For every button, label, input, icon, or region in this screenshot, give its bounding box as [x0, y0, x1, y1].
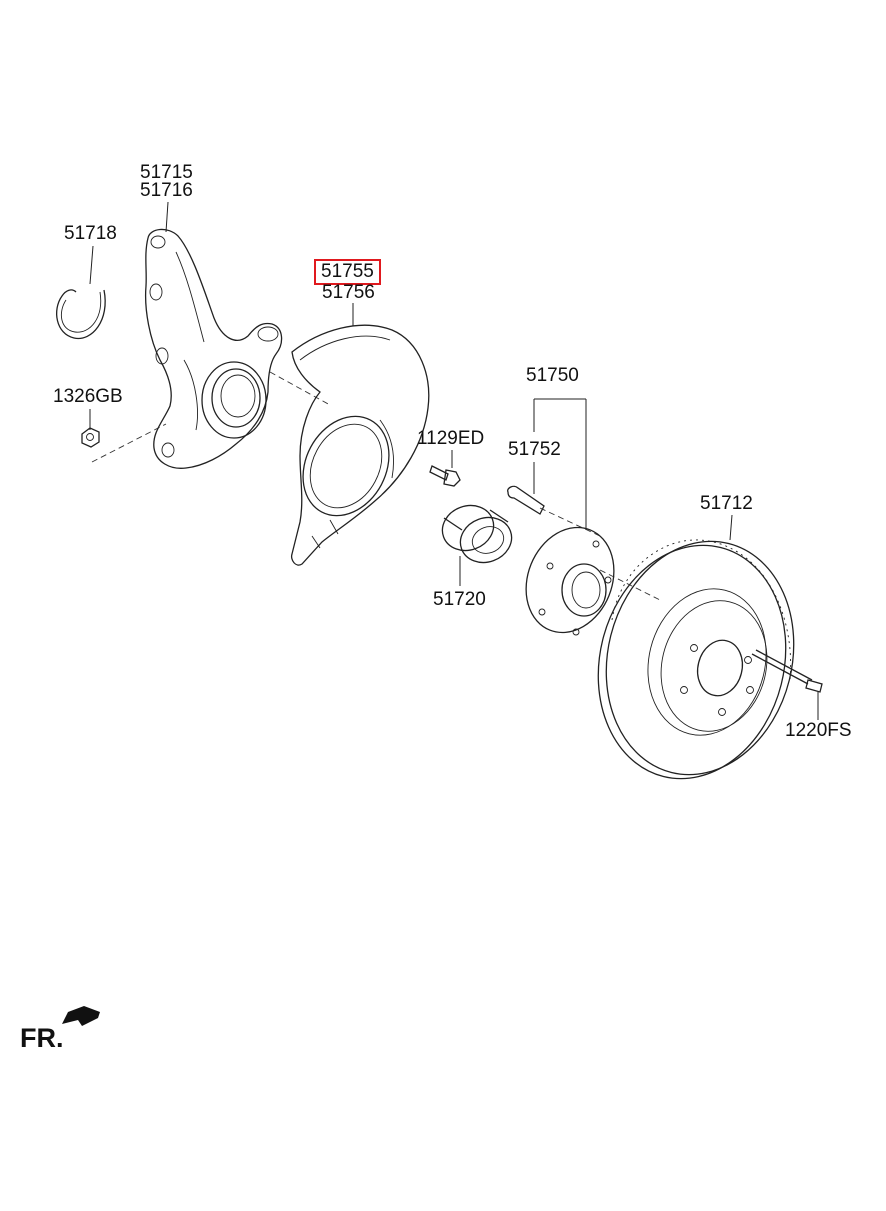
front-direction-label: FR. — [20, 1023, 64, 1053]
leader-lines — [89, 201, 819, 720]
label-51716: 51716 — [140, 180, 193, 201]
label-51712: 51712 — [700, 493, 753, 514]
label-51756: 51756 — [322, 282, 375, 303]
screw-part — [751, 649, 823, 693]
snap-ring-part — [56, 289, 106, 340]
steering-knuckle-part — [144, 228, 283, 469]
bolt-part — [429, 465, 461, 487]
hub-bolt-part — [507, 485, 545, 515]
label-51720: 51720 — [433, 589, 486, 610]
label-1129ED: 1129ED — [417, 428, 485, 449]
brake-disc-part — [597, 539, 795, 780]
label-51718: 51718 — [64, 223, 117, 244]
wheel-bearing-part — [441, 504, 513, 564]
label-51750: 51750 — [526, 365, 579, 386]
label-51715: 51715 — [140, 162, 193, 183]
label-51755-highlighted[interactable]: 51755 — [314, 259, 381, 285]
label-51752: 51752 — [508, 439, 561, 460]
label-1220FS: 1220FS — [785, 720, 852, 741]
nut-part — [81, 427, 100, 448]
label-1326GB: 1326GB — [53, 386, 123, 407]
dust-cover-part — [290, 324, 430, 566]
front-direction-arrow — [62, 1006, 100, 1026]
wheel-hub-part — [525, 526, 615, 636]
